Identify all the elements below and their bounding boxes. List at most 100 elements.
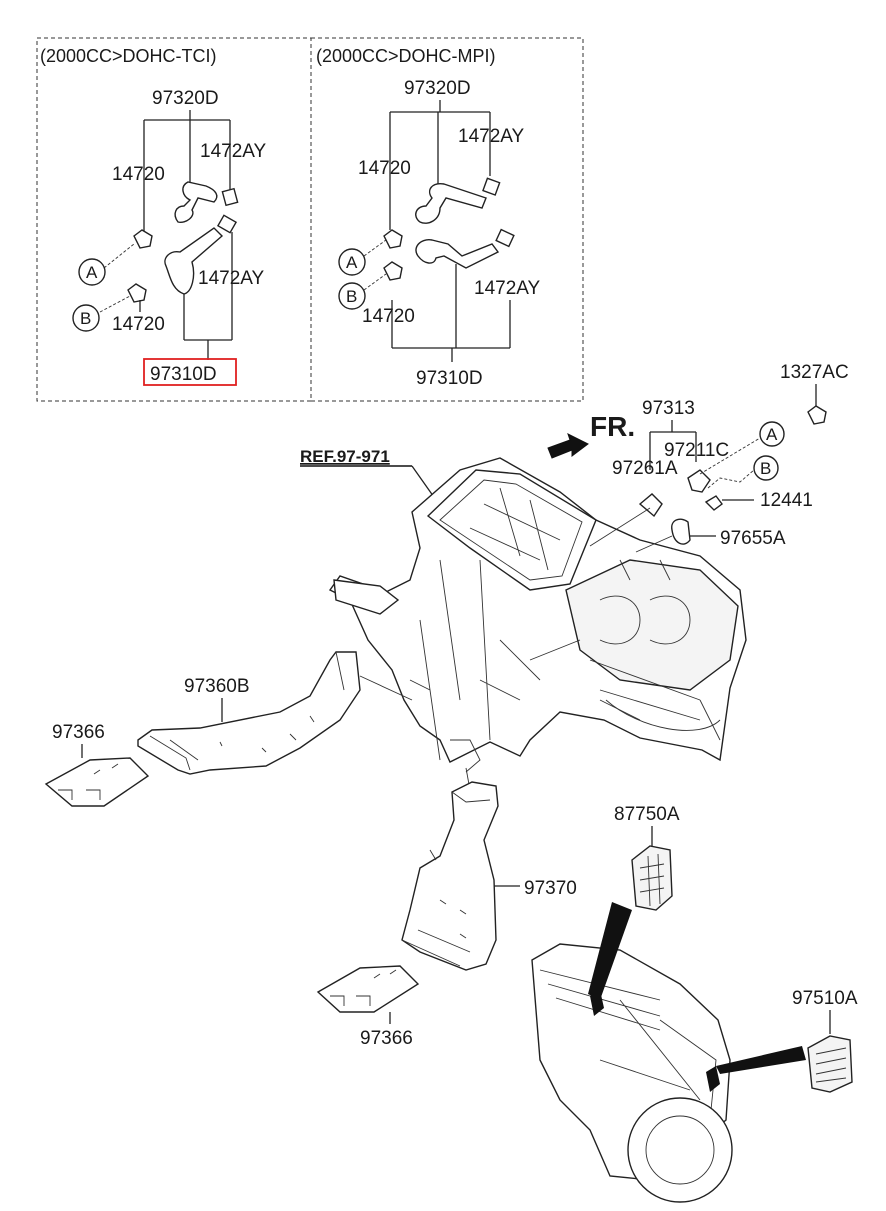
duct-97360b-detail — [149, 651, 345, 771]
leader-b-mpi — [363, 273, 387, 291]
leader-b-tci — [99, 295, 131, 313]
circle-a-tci — [78, 258, 106, 286]
label-14720-mpi-bottom: 14720 — [362, 306, 415, 327]
hvac-top-box-panel — [439, 479, 583, 581]
callout-87750a — [588, 902, 632, 1000]
leader-a-mpi — [363, 239, 387, 257]
vent-97510a-slats — [815, 1047, 847, 1083]
label-14720-mpi-top: 14720 — [358, 158, 411, 179]
clamp-1472ay-tci-top — [221, 187, 239, 207]
pad-97366-bottom — [316, 965, 420, 1013]
hose-upper-mpi — [415, 183, 487, 224]
ref-label: REF.97-971 — [300, 447, 390, 466]
circle-a-main — [759, 421, 785, 447]
drain-rod — [589, 507, 651, 547]
clamp-14720-mpi-top — [383, 229, 403, 249]
circle-a-main-text: A — [766, 425, 778, 444]
label-97655a: 97655A — [720, 528, 786, 549]
leader-97313 — [649, 420, 697, 470]
leader-97360b-unit — [359, 675, 413, 701]
clamp-14720-mpi-bottom — [383, 261, 403, 281]
leader-97320d-mpi — [389, 100, 491, 230]
clamp-1472ay-mpi-bottom — [495, 228, 515, 248]
label-97310d-mpi: 97310D — [416, 368, 483, 389]
clamp-1472ay-tci-bottom — [216, 214, 238, 234]
circle-a-tci-text: A — [86, 263, 98, 282]
hose-lower-mpi — [415, 239, 500, 269]
leader-1472ay-tci-bottom — [183, 232, 233, 360]
label-97366-bottom: 97366 — [360, 1028, 413, 1049]
label-1472ay-mpi-top: 1472AY — [458, 126, 525, 147]
main-assembly: FR. REF.97-971 97313 97211C 97261A 1327A… — [44, 362, 858, 1203]
hvac-side-duct — [333, 579, 400, 615]
label-1472ay-tci-bottom: 1472AY — [198, 268, 265, 289]
hose-upper-tci — [174, 181, 218, 224]
label-97366-top: 97366 — [52, 722, 105, 743]
leader-a-tci — [103, 243, 135, 269]
nut-1327ac — [807, 405, 827, 425]
label-97510a: 97510A — [792, 988, 858, 1009]
label-14720-tci-top: 14720 — [112, 164, 165, 185]
label-97320d-tci: 97320D — [152, 88, 219, 109]
label-14720-tci-bottom: 14720 — [112, 314, 165, 335]
label-97370: 97370 — [524, 878, 577, 899]
highlight-97310d — [143, 358, 237, 386]
hvac-unit-body — [328, 457, 747, 763]
vehicle-wheel — [627, 1097, 733, 1203]
leader-97310d-mpi — [391, 264, 511, 362]
callout-97510a — [716, 1046, 806, 1074]
label-1327ac: 1327AC — [780, 362, 849, 383]
hvac-body-ribs — [409, 559, 721, 773]
label-97313: 97313 — [642, 398, 695, 419]
clamp-14720-tci-top — [133, 229, 153, 249]
label-97211c: 97211C — [664, 440, 729, 461]
duct-97360b — [137, 651, 361, 775]
circle-b-main-text: B — [760, 459, 771, 478]
circle-b-mpi — [338, 282, 366, 310]
clamp-1472ay-mpi-top — [482, 177, 501, 196]
screw-12441 — [704, 495, 723, 511]
label-87750a: 87750A — [614, 804, 680, 825]
label-1472ay-tci-top: 1472AY — [200, 141, 267, 162]
hose-lower-tci — [164, 227, 224, 295]
duct-97370 — [401, 781, 499, 971]
hvac-blower-detail — [589, 559, 721, 731]
pad-97366-top-detail — [58, 763, 119, 800]
front-arrow-icon — [547, 433, 589, 459]
leader-a-main — [699, 437, 761, 475]
circle-a-mpi — [338, 248, 366, 276]
panel-mpi: (2000CC>DOHC-MPI) 97320D 14720 1472AY 14… — [310, 37, 584, 402]
leader-b-main — [707, 469, 755, 489]
label-97261a: 97261A — [612, 458, 678, 479]
circle-b-tci — [72, 304, 100, 332]
grommet-97655a — [671, 518, 691, 545]
circle-b-main — [753, 455, 779, 481]
hvac-blower — [565, 559, 739, 691]
label-12441: 12441 — [760, 490, 813, 511]
panel-mpi-header: (2000CC>DOHC-MPI) — [316, 46, 496, 66]
vehicle-wheel-inner — [645, 1115, 715, 1185]
vent-87750a-grid — [639, 853, 665, 907]
vehicle-dark-pocket-lower — [706, 1066, 720, 1092]
leader-97655a-body — [635, 535, 673, 553]
label-97310d-tci: 97310D — [150, 364, 217, 385]
pad-97366-top — [44, 757, 150, 807]
label-97320d-mpi: 97320D — [404, 78, 471, 99]
panel-tci-header: (2000CC>DOHC-TCI) — [40, 46, 217, 66]
clip-97211c — [687, 469, 711, 493]
label-1472ay-mpi-bottom: 1472AY — [474, 278, 541, 299]
drain-hose-97261a — [638, 493, 663, 518]
duct-97370-detail — [401, 791, 491, 967]
clamp-14720-tci-bottom — [127, 283, 147, 303]
vent-97510a — [807, 1035, 853, 1093]
panel-mpi-border — [310, 37, 584, 402]
circle-b-tci-text: B — [80, 309, 91, 328]
panel-tci: (2000CC>DOHC-TCI) 97320D 14720 1472AY 14… — [36, 37, 312, 402]
circle-a-mpi-text: A — [346, 253, 358, 272]
leader-97320d-tci — [143, 110, 231, 232]
circle-b-mpi-text: B — [346, 287, 357, 306]
pad-97366-bottom-detail — [330, 969, 397, 1006]
label-97360b: 97360B — [184, 676, 250, 697]
front-marker: FR. — [590, 411, 635, 442]
